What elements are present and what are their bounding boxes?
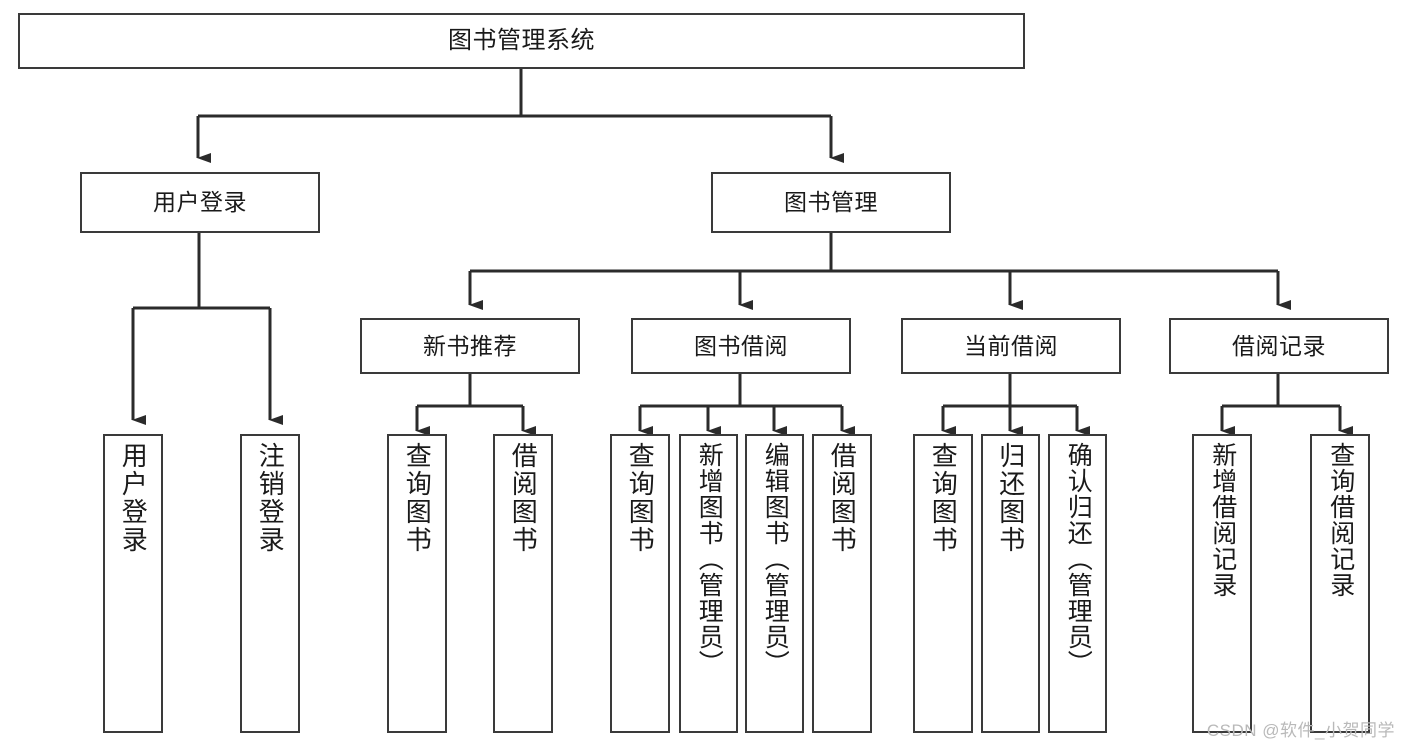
node-label: 注销登录: [255, 442, 286, 554]
node-current-borrow[interactable]: 当前借阅: [901, 318, 1121, 374]
node-label: 确认归还（管理员）: [1064, 442, 1093, 676]
leaf-user-login-logout[interactable]: 注销登录: [240, 434, 300, 733]
node-label: 用户登录: [118, 442, 149, 554]
node-label: 查询图书: [928, 442, 959, 554]
node-book-management[interactable]: 图书管理: [711, 172, 951, 233]
csdn-watermark: CSDN @软件_小贺同学: [1206, 721, 1395, 740]
leaf-current-borrow-confirm-return-admin[interactable]: 确认归还（管理员）: [1048, 434, 1107, 733]
node-label: 当前借阅: [964, 332, 1058, 359]
node-label: 查询图书: [402, 442, 433, 554]
leaf-current-borrow-return-book[interactable]: 归还图书: [981, 434, 1040, 733]
node-label: 新书推荐: [423, 332, 517, 359]
node-label: 新增借阅记录: [1208, 442, 1237, 598]
leaf-book-borrow-query-book[interactable]: 查询图书: [610, 434, 670, 733]
node-label: 借阅记录: [1232, 332, 1326, 359]
leaf-borrow-record-add-record[interactable]: 新增借阅记录: [1192, 434, 1252, 733]
node-book-borrow[interactable]: 图书借阅: [631, 318, 851, 374]
leaf-user-login-login[interactable]: 用户登录: [103, 434, 163, 733]
node-label: 用户登录: [153, 189, 247, 216]
node-root-book-management-system[interactable]: 图书管理系统: [18, 13, 1025, 69]
leaf-book-borrow-add-book-admin[interactable]: 新增图书（管理员）: [679, 434, 738, 733]
node-label: 归还图书: [995, 442, 1026, 554]
node-label: 借阅图书: [508, 442, 539, 554]
node-label: 借阅图书: [827, 442, 858, 554]
node-label: 图书借阅: [694, 332, 788, 359]
node-label: 编辑图书（管理员）: [761, 442, 790, 676]
leaf-current-borrow-query-book[interactable]: 查询图书: [913, 434, 973, 733]
node-user-login[interactable]: 用户登录: [80, 172, 320, 233]
node-label: 查询借阅记录: [1326, 442, 1355, 598]
leaf-new-book-borrow-book[interactable]: 借阅图书: [493, 434, 553, 733]
node-label: 新增图书（管理员）: [695, 442, 724, 676]
leaf-new-book-query-book[interactable]: 查询图书: [387, 434, 447, 733]
node-borrow-record[interactable]: 借阅记录: [1169, 318, 1389, 374]
node-label: 图书管理系统: [448, 27, 595, 55]
node-label: 图书管理: [784, 189, 878, 216]
node-label: 查询图书: [625, 442, 656, 554]
leaf-book-borrow-borrow-book[interactable]: 借阅图书: [812, 434, 872, 733]
node-new-book-recommend[interactable]: 新书推荐: [360, 318, 580, 374]
leaf-borrow-record-query-record[interactable]: 查询借阅记录: [1310, 434, 1370, 733]
leaf-book-borrow-edit-book-admin[interactable]: 编辑图书（管理员）: [745, 434, 804, 733]
